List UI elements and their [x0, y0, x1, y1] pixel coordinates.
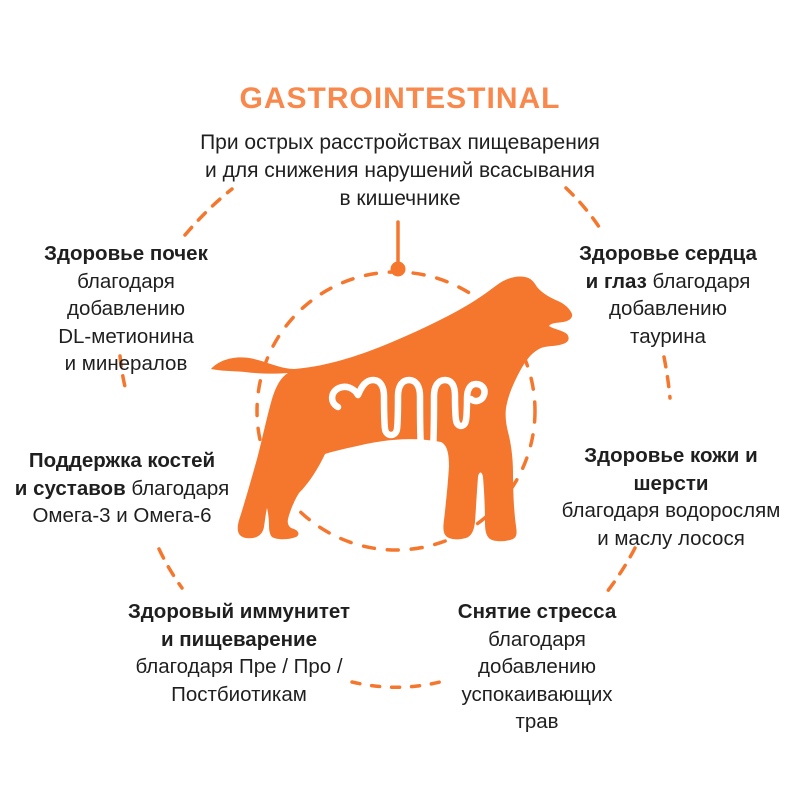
pointer-dot [390, 261, 406, 277]
benefit-line: и минералов [64, 352, 188, 375]
benefit-line: добавлению [609, 297, 727, 320]
benefit-heart-eye-health: Здоровье сердца и глаз благодаря добавле… [558, 240, 778, 350]
benefit-line: Постбиотикам [171, 682, 307, 706]
subtitle-line: При острых расстройствах пищеварения [200, 131, 600, 154]
benefit-line: и суставов благодаря [14, 476, 230, 500]
benefit-line: Здоровый иммунитет [127, 600, 351, 623]
benefit-line: благодаря добавлению [67, 269, 185, 321]
outer-dash-top-right [564, 186, 605, 235]
benefit-line: трав [515, 710, 559, 733]
outer-dash-left [118, 354, 129, 397]
benefit-kidney-health: Здоровье почек благодаря добавлению DL-м… [16, 240, 236, 378]
benefit-immunity-digestion: Здоровый иммунитет и пищеварение благода… [124, 598, 354, 708]
subtitle-line: в кишечнике [339, 187, 461, 210]
benefit-line: Здоровье кожи и шерсти [584, 444, 758, 495]
benefit-line: и пищеварение [160, 627, 318, 651]
benefit-stress-relief: Снятие стресса благодаря добавлению успо… [427, 598, 647, 736]
benefit-line: Здоровье сердца [579, 242, 757, 265]
intestine-icon [328, 376, 488, 457]
benefit-line: DL-метионина [58, 324, 194, 348]
outer-dash-bottom-left [157, 547, 184, 590]
benefit-line: и маслу лосося [597, 526, 745, 550]
benefit-skin-coat-health: Здоровье кожи и шерсти благодаря водорос… [551, 442, 791, 552]
page-title: GASTROINTESTINAL [239, 82, 561, 115]
benefit-line: таурина [630, 324, 706, 348]
benefit-line: благодаря водорослям [561, 499, 781, 522]
outer-dash-right [662, 355, 672, 400]
benefit-line: успокаивающих [461, 682, 613, 706]
outer-dash-bottom-center [350, 679, 446, 689]
dog-silhouette-icon [211, 276, 573, 542]
benefit-line: Снятие стресса [457, 600, 617, 623]
benefit-line: Омега-3 и Омега-6 [32, 504, 212, 527]
benefit-line: благодаря добавлению [478, 627, 596, 679]
benefit-line: Здоровье почек [44, 242, 208, 265]
benefit-bone-joint-support: Поддержка костей и суставов благодаря Ом… [12, 447, 232, 530]
outer-dashed-arcs [118, 186, 672, 689]
benefit-line: Поддержка костей [28, 449, 216, 472]
subtitle-line: и для снижения нарушений всасывания [205, 159, 595, 182]
outer-dash-bottom-right [601, 546, 637, 599]
outer-dash-top-left [183, 187, 234, 237]
page-subtitle: При острых расстройствах пищеварения и д… [185, 129, 615, 213]
benefit-line: и глаз благодаря [585, 269, 751, 293]
benefit-line: благодаря Пре / Про / [135, 655, 343, 678]
